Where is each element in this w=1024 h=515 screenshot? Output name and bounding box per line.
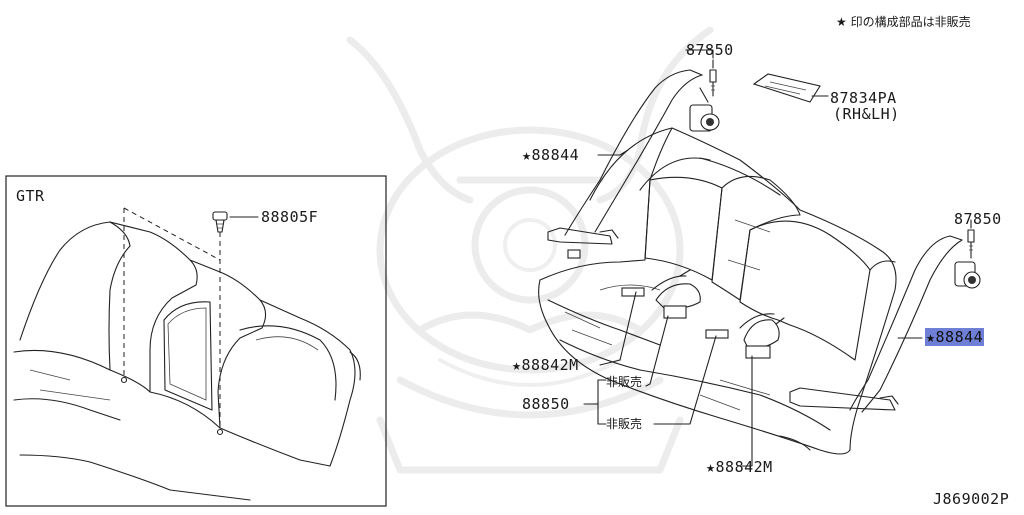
part-label-88850[interactable]: 88850: [522, 395, 570, 413]
buckle-right-drawing: [705, 313, 785, 359]
clip-88805f-drawing: [212, 211, 228, 233]
part-number: 88844: [935, 328, 984, 346]
part-label-87850-right[interactable]: 87850: [954, 210, 1002, 228]
leader-lines: [583, 49, 972, 467]
rear-seat-drawing: [538, 127, 897, 455]
not-sold-label-2: 非販売: [606, 417, 643, 431]
inset-title: GTR: [16, 187, 45, 205]
part-label-88844-right[interactable]: ★88844: [925, 328, 985, 346]
not-sold-notice: ★ 印の構成部品は非販売: [836, 15, 971, 29]
watermark-emblem: [346, 26, 714, 474]
part-label-87850-upper[interactable]: 87850: [686, 41, 734, 59]
inset-gtr: [5, 175, 387, 507]
part-label-88842m-right[interactable]: ★88842M: [706, 458, 773, 476]
buckle-left-drawing: [621, 269, 701, 319]
part-label-88842m-left[interactable]: ★88842M: [512, 356, 579, 374]
part-label-87834pa[interactable]: 87834PA: [830, 89, 897, 107]
part-label-88844-left[interactable]: ★88844: [522, 146, 580, 164]
seat-belt-right-drawing: [789, 221, 981, 413]
star-icon: ★: [926, 328, 936, 346]
part-label-88844-right-highlight: ★88844: [925, 328, 985, 346]
bracket-87834pa-drawing: [752, 73, 829, 103]
part-note-rh-lh: (RH&LH): [833, 105, 900, 123]
diagram-code: J869002P: [933, 490, 1010, 508]
seat-belt-left-drawing: [547, 59, 720, 259]
not-sold-label-1: 非販売: [606, 375, 643, 389]
part-label-88805f[interactable]: 88805F: [261, 208, 319, 226]
